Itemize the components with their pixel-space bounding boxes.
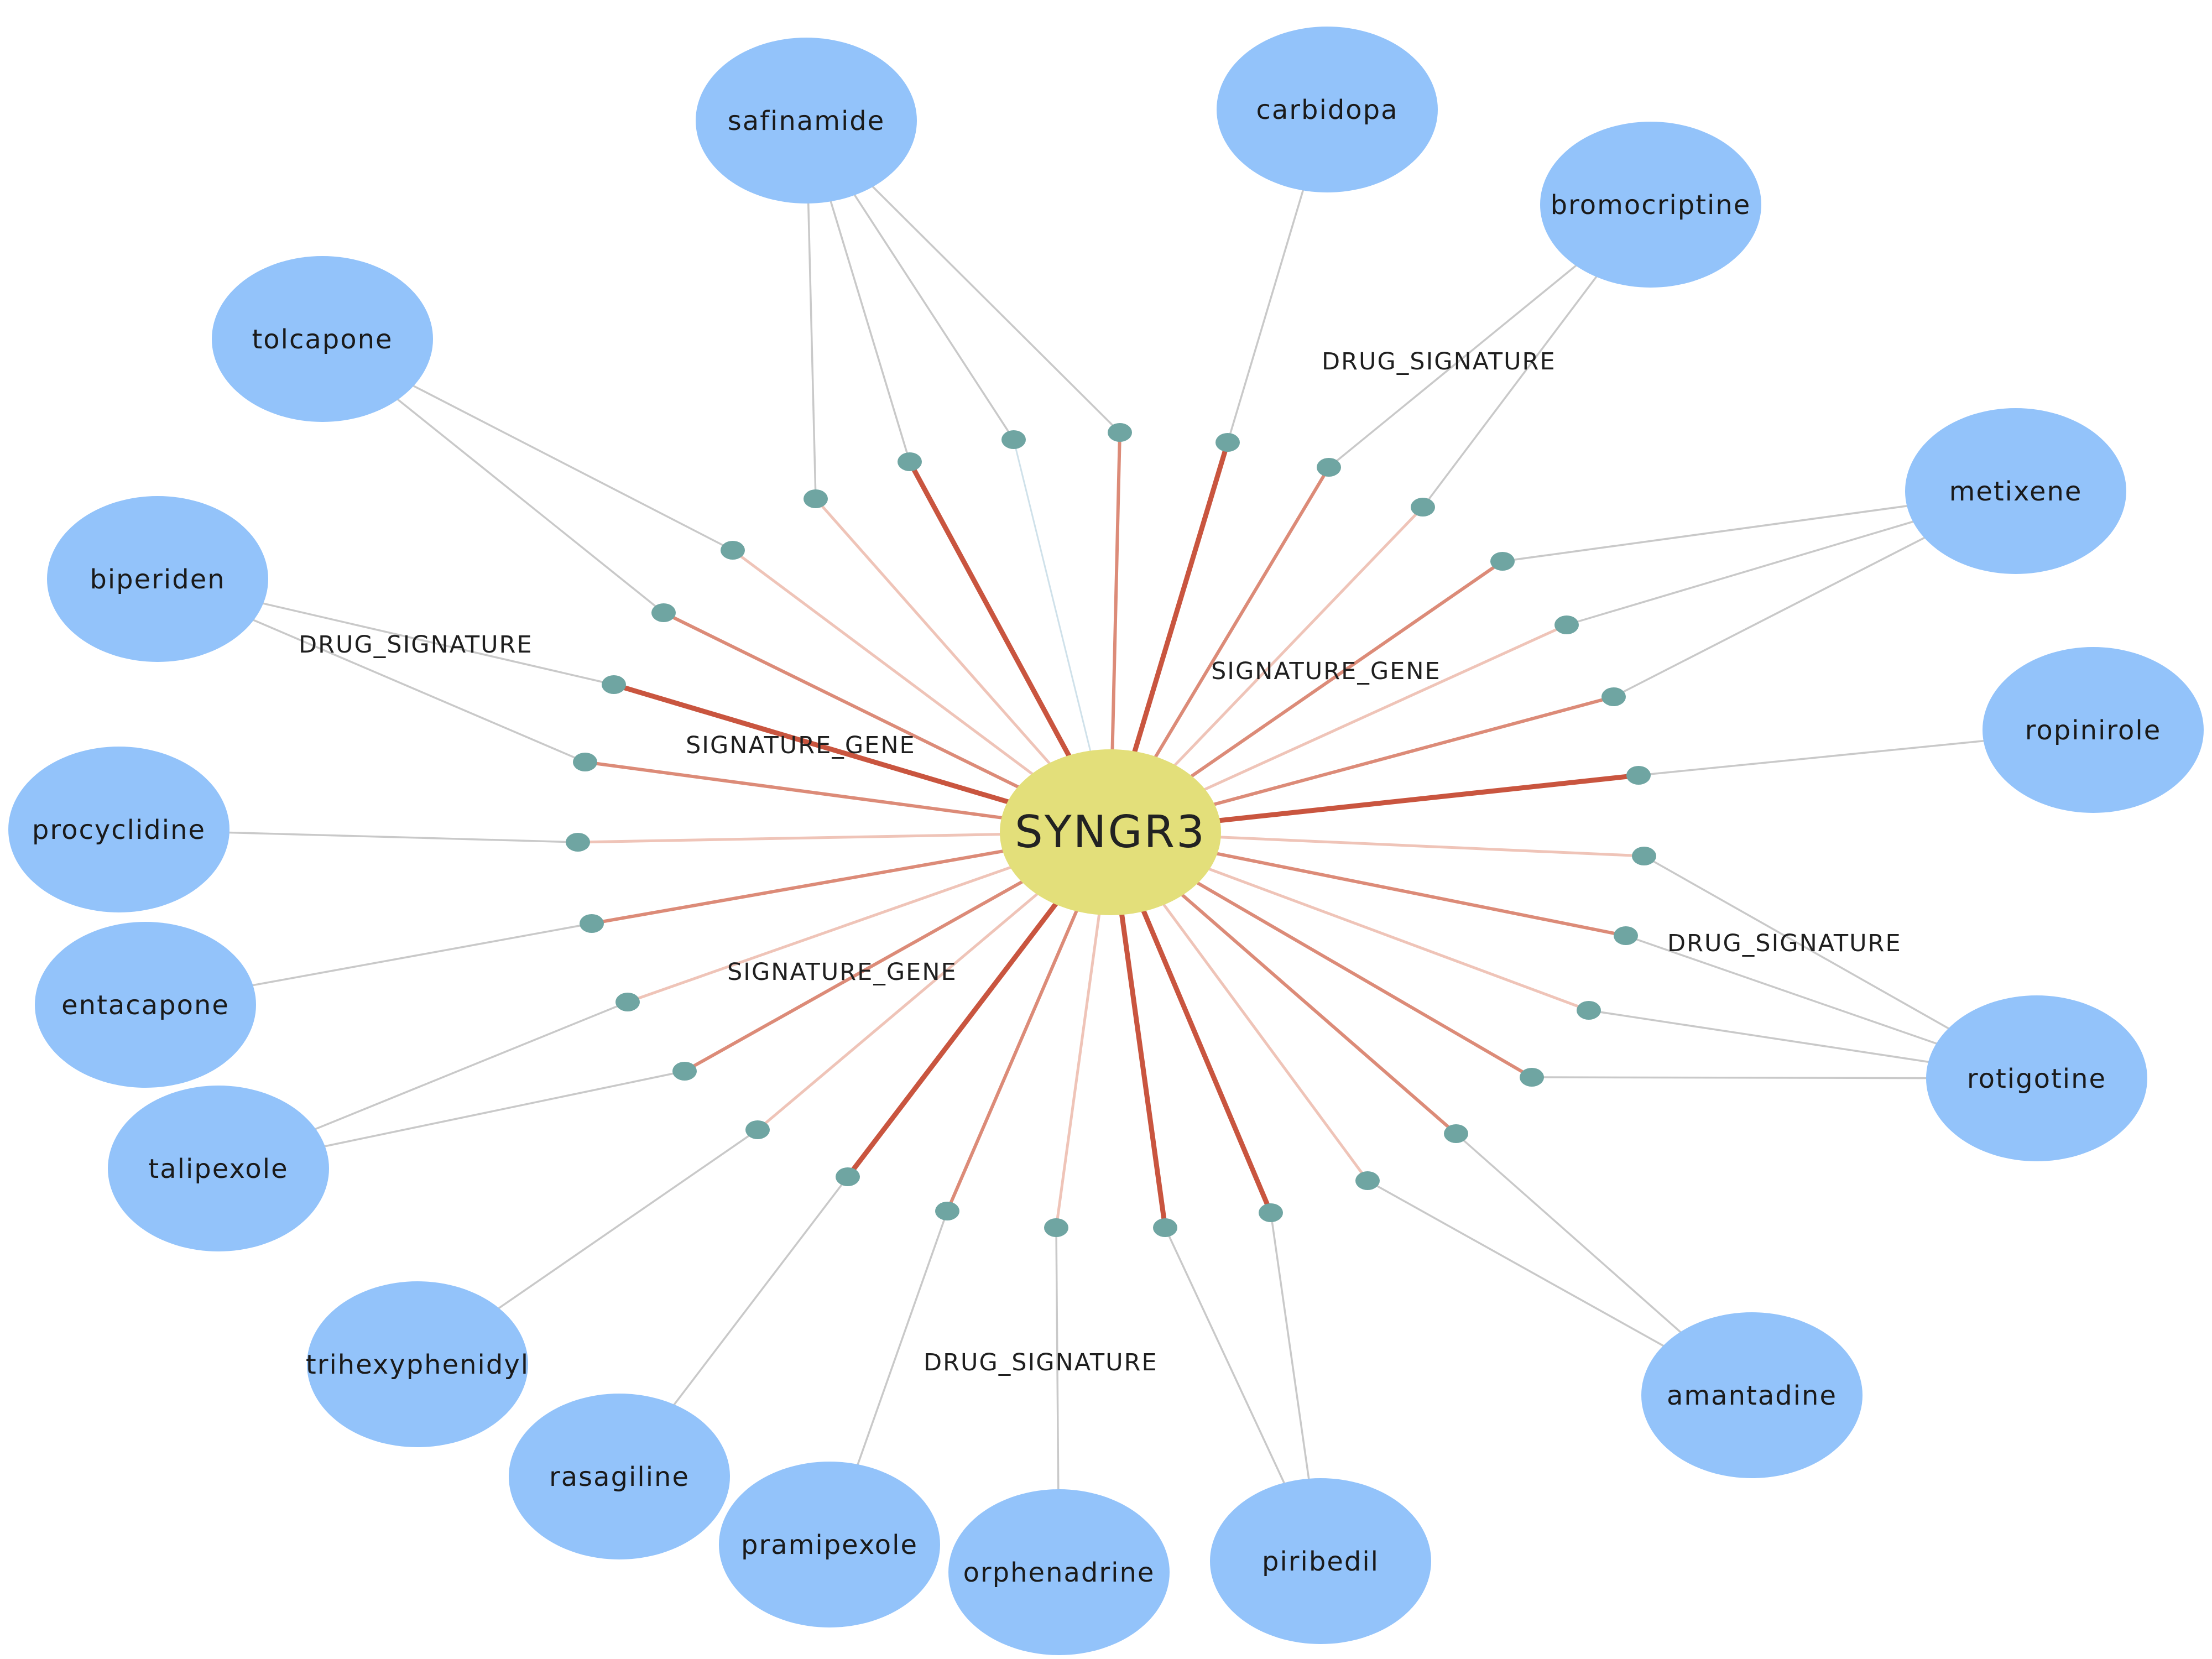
drug-node-label: biperiden: [90, 564, 225, 595]
signature-node[interactable]: [1577, 1001, 1601, 1020]
drug-node-label: procyclidine: [32, 815, 206, 846]
signature-node[interactable]: [566, 833, 590, 852]
drug-node-label: rotigotine: [1967, 1063, 2106, 1094]
edge-label-drug-signature: DRUG_SIGNATURE: [1667, 930, 1902, 957]
signature-node[interactable]: [804, 489, 828, 508]
signature-node[interactable]: [1153, 1218, 1177, 1237]
signature-node[interactable]: [1554, 615, 1579, 634]
drug-node-entacapone[interactable]: entacapone: [35, 922, 256, 1088]
signature-node[interactable]: [1490, 552, 1515, 571]
drug-node-pramipexole[interactable]: pramipexole: [719, 1462, 940, 1627]
drug-node-procyclidine[interactable]: procyclidine: [8, 747, 229, 912]
signature-node[interactable]: [1632, 847, 1656, 865]
drug-node-biperiden[interactable]: biperiden: [47, 496, 268, 662]
signature-node[interactable]: [615, 993, 640, 1011]
drug-node-ellipse: [47, 496, 268, 662]
drug-node-label: safinamide: [728, 106, 885, 137]
gene-node-syngr3[interactable]: SYNGR3: [1000, 749, 1221, 915]
drug-node-ellipse: [1217, 27, 1438, 192]
drug-node-ellipse: [1641, 1312, 1863, 1478]
gene-node-label: SYNGR3: [1015, 806, 1206, 858]
drug-node-rasagiline[interactable]: rasagiline: [509, 1394, 730, 1559]
signature-node[interactable]: [836, 1167, 860, 1186]
signature-node[interactable]: [721, 541, 745, 560]
signature-node[interactable]: [1001, 430, 1026, 449]
signature-node[interactable]: [1614, 926, 1638, 945]
signature-node[interactable]: [580, 914, 604, 933]
drug-node-talipexole[interactable]: talipexole: [108, 1086, 329, 1251]
drug-node-label: orphenadrine: [963, 1557, 1155, 1588]
signature-node[interactable]: [898, 452, 922, 471]
gene-node-ellipse: [1000, 749, 1221, 915]
drug-node-safinamide[interactable]: safinamide: [696, 38, 917, 204]
drug-node-ellipse: [1926, 995, 2147, 1161]
signature-node[interactable]: [1520, 1068, 1544, 1087]
drug-node-ellipse: [307, 1281, 528, 1447]
signature-node[interactable]: [745, 1120, 770, 1139]
drug-node-label: bromocriptine: [1551, 190, 1751, 221]
drug-node-ellipse: [35, 922, 256, 1088]
edge-labels: DRUG_SIGNATURE DRUG_SIGNATURE DRUG_SIGNA…: [299, 348, 1902, 1376]
edge-label-signature-gene: SIGNATURE_GENE: [686, 732, 916, 759]
drug-node-amantadine[interactable]: amantadine: [1641, 1312, 1863, 1478]
edge-label-drug-signature: DRUG_SIGNATURE: [1322, 348, 1556, 375]
drug-node-ellipse: [509, 1394, 730, 1559]
signature-node[interactable]: [1044, 1218, 1068, 1237]
drug-node-label: pramipexole: [741, 1530, 918, 1561]
drug-node-label: metixene: [1949, 476, 2083, 507]
drug-node-ellipse: [719, 1462, 940, 1627]
signature-node[interactable]: [1317, 458, 1341, 477]
drug-node-ellipse: [1210, 1478, 1431, 1644]
signature-node[interactable]: [1411, 498, 1435, 517]
drug-nodes: safinamide carbidopa bromocriptine tolcapon…: [8, 27, 2204, 1655]
drug-node-metixene[interactable]: metixene: [1905, 408, 2126, 574]
drug-node-ropinirole[interactable]: ropinirole: [1983, 647, 2204, 813]
drug-node-ellipse: [1540, 122, 1761, 288]
signature-node[interactable]: [672, 1062, 697, 1081]
signature-node[interactable]: [651, 603, 676, 622]
drug-node-tolcapone[interactable]: tolcapone: [212, 256, 433, 422]
signature-nodes: [566, 423, 1656, 1237]
drug-node-label: talipexole: [148, 1154, 288, 1185]
drug-node-label: amantadine: [1667, 1380, 1837, 1411]
drug-node-label: entacapone: [61, 990, 229, 1021]
drug-node-label: rasagiline: [549, 1462, 690, 1493]
drug-node-carbidopa[interactable]: carbidopa: [1217, 27, 1438, 192]
drug-node-label: ropinirole: [2025, 715, 2162, 746]
signature-node[interactable]: [1601, 687, 1626, 706]
drug-node-ellipse: [1905, 408, 2126, 574]
drug-node-piribedil[interactable]: piribedil: [1210, 1478, 1431, 1644]
edge-label-drug-signature: DRUG_SIGNATURE: [299, 631, 533, 659]
edge-label-drug-signature: DRUG_SIGNATURE: [924, 1349, 1158, 1376]
drug-node-bromocriptine[interactable]: bromocriptine: [1540, 122, 1761, 288]
drug-node-orphenadrine[interactable]: orphenadrine: [948, 1489, 1170, 1655]
drug-node-label: tolcapone: [252, 324, 393, 355]
signature-node[interactable]: [935, 1202, 959, 1220]
drug-node-ellipse: [1983, 647, 2204, 813]
signature-node[interactable]: [1259, 1203, 1283, 1222]
drug-node-trihexyphenidyl[interactable]: trihexyphenidyl: [306, 1281, 529, 1447]
edge-label-signature-gene: SIGNATURE_GENE: [1211, 658, 1441, 685]
signature-node[interactable]: [1215, 433, 1240, 452]
drug-node-ellipse: [108, 1086, 329, 1251]
drug-node-ellipse: [696, 38, 917, 204]
drug-node-ellipse: [8, 747, 229, 912]
edge-label-signature-gene: SIGNATURE_GENE: [727, 958, 957, 986]
signature-node[interactable]: [1355, 1171, 1380, 1190]
drug-node-rotigotine[interactable]: rotigotine: [1926, 995, 2147, 1161]
drug-node-ellipse: [212, 256, 433, 422]
drug-node-label: piribedil: [1262, 1546, 1379, 1577]
drug-node-label: carbidopa: [1256, 95, 1398, 126]
signature-node[interactable]: [602, 675, 626, 694]
signature-node[interactable]: [1108, 423, 1132, 442]
drug-node-label: trihexyphenidyl: [306, 1349, 529, 1380]
signature-node[interactable]: [1444, 1124, 1468, 1143]
signature-node[interactable]: [573, 753, 597, 771]
signature-node[interactable]: [1626, 766, 1651, 785]
drug-node-ellipse: [948, 1489, 1170, 1655]
